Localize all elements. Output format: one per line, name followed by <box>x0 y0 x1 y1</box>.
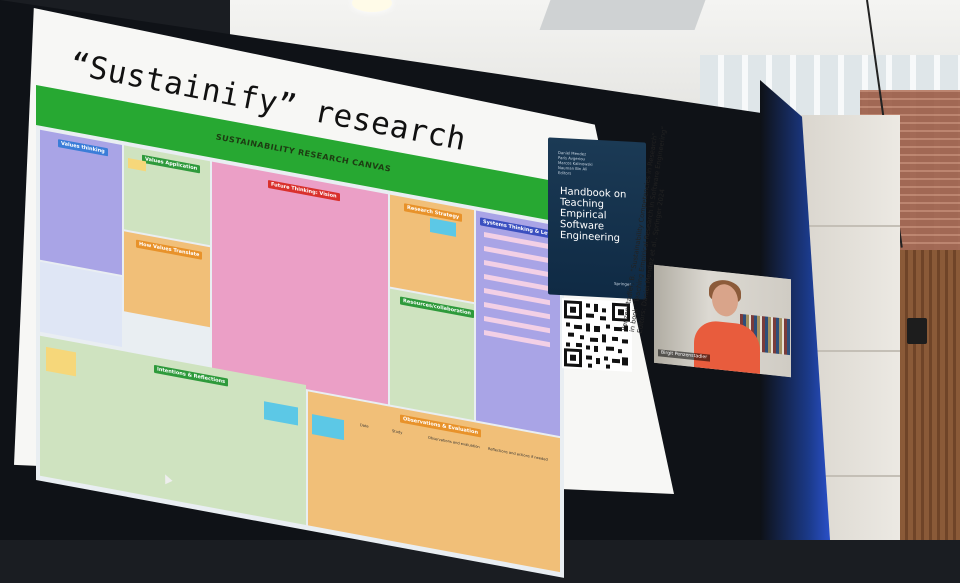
zone-label: Values thinking <box>58 139 108 157</box>
sticky-note <box>312 414 344 441</box>
zone-how-values-translate: How Values Translate <box>124 231 210 328</box>
sticky-note <box>484 316 550 334</box>
table-header-date: Date <box>360 423 369 429</box>
table-header-study: Study <box>392 428 403 435</box>
sticky-note <box>484 330 550 348</box>
sticky-note <box>484 246 550 264</box>
zone-values-application: Values Application <box>124 145 210 246</box>
sticky-note <box>484 274 550 292</box>
book-volume: 1 <box>566 234 569 240</box>
keyword-list <box>40 261 122 347</box>
zone-values-thinking: Values thinking <box>40 129 122 275</box>
zone-label: Intentions & Reflections <box>154 364 229 387</box>
book-editors-label: Editors <box>558 169 572 176</box>
video-call-tile: Birgit Penzenstadler <box>654 264 791 378</box>
sticky-note <box>484 288 550 306</box>
table-header-observations: Observations and evaluation <box>428 435 480 450</box>
table-header-reflections: Reflections and actions if needed <box>488 446 548 462</box>
qr-code-graphic <box>564 300 630 369</box>
zone-label: Values Application <box>142 154 201 174</box>
zone-label: How Values Translate <box>136 239 203 260</box>
wood-panel <box>900 250 960 540</box>
wall-speaker <box>907 318 927 344</box>
book-authors: Daniel Mendez Paris Avgeriou Marcos Kali… <box>558 150 593 177</box>
sticky-note <box>484 302 550 320</box>
sticky-note <box>46 346 76 377</box>
sticky-note <box>128 158 146 172</box>
zone-research-strategy: Research Strategy <box>390 194 474 303</box>
book-title: Handbook on Teaching Empirical Software … <box>560 186 627 245</box>
sticky-note <box>484 260 550 278</box>
ceiling-light <box>352 0 392 12</box>
sticky-note <box>264 401 298 426</box>
zone-resources-collaboration: Resources/collaboration <box>390 288 474 421</box>
zone-future-thinking: Future Thinking: Vision <box>212 161 388 405</box>
qr-code <box>562 298 632 372</box>
ceiling-skylight <box>539 0 706 30</box>
sticky-note <box>430 218 456 237</box>
zone-label: Future Thinking: Vision <box>268 179 340 202</box>
